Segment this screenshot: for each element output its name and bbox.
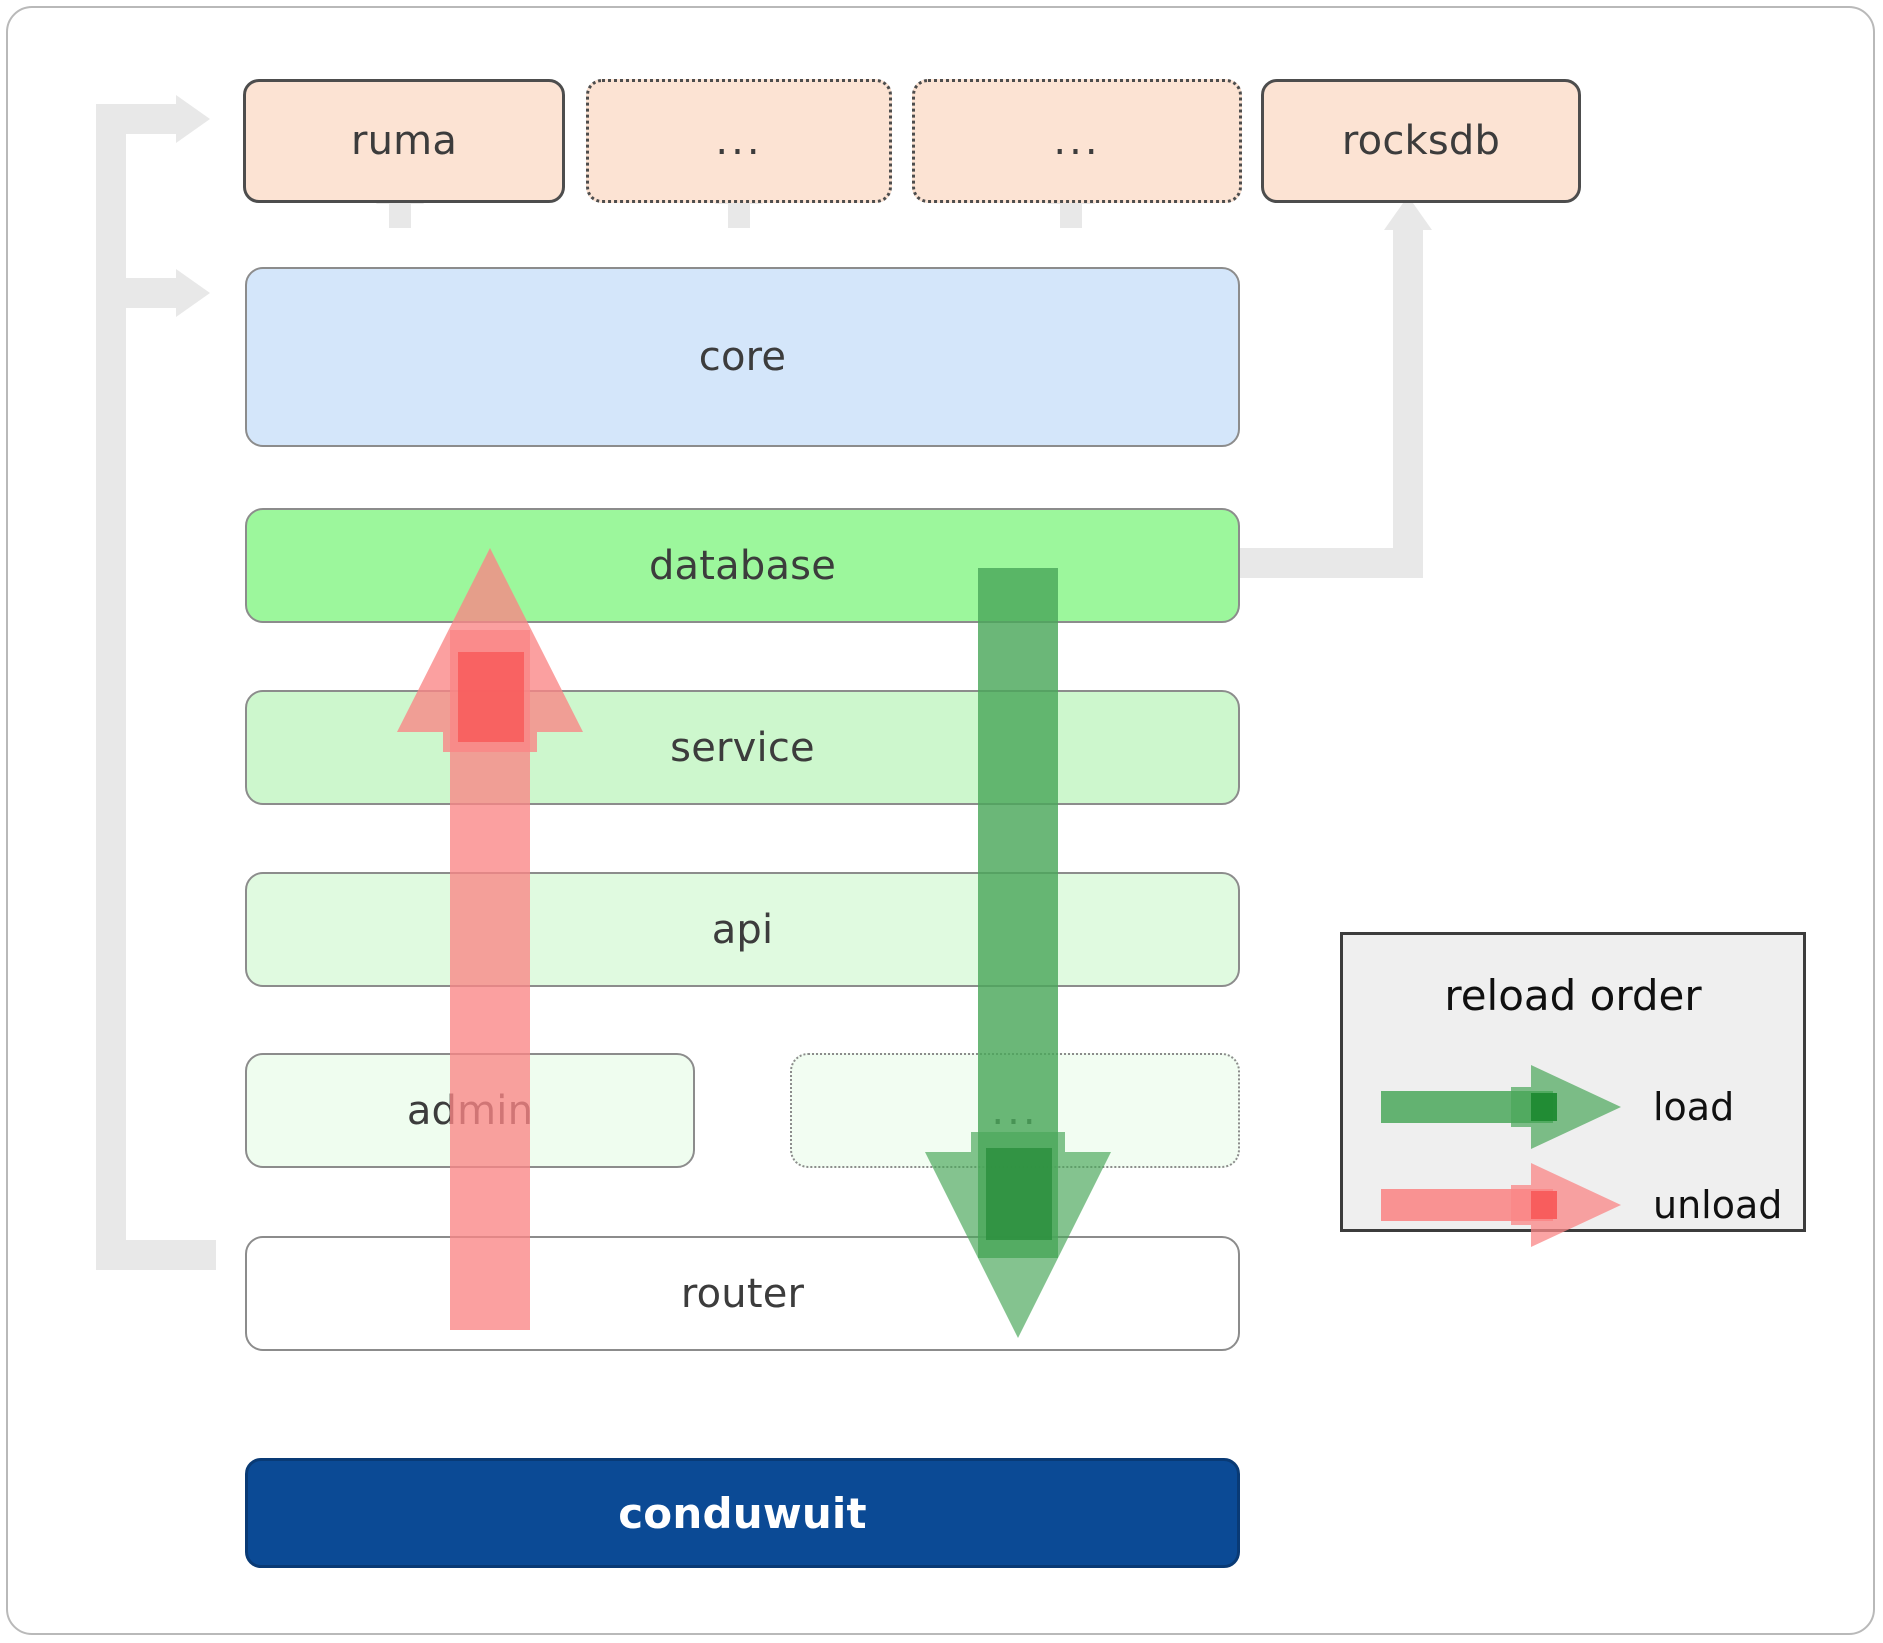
- layer-label: admin: [406, 1087, 534, 1134]
- connector-database-to-rocksdb-vertical: [1393, 222, 1423, 578]
- core-node[interactable]: core: [245, 267, 1240, 447]
- dependency-label: ...: [1053, 118, 1101, 164]
- connector-to-ruma-arrowhead: [176, 95, 210, 143]
- layer-label: service: [670, 724, 815, 771]
- legend-unload-arrow: [1381, 1163, 1621, 1247]
- layer-label: ...: [991, 1087, 1039, 1134]
- dependency-label: ruma: [350, 118, 458, 164]
- core-label: core: [698, 334, 787, 380]
- dependency-node-ellipsis-1[interactable]: ...: [586, 79, 892, 203]
- layer-node-api[interactable]: api: [245, 872, 1240, 987]
- connector-conduwuit-spine: [96, 130, 126, 1254]
- diagram-frame: [6, 6, 1875, 1635]
- dependency-label: ...: [715, 118, 763, 164]
- legend-title: reload order: [1444, 971, 1702, 1020]
- dependency-node-ruma[interactable]: ruma: [243, 79, 565, 203]
- connector-core-to-dep2-shaft: [728, 196, 750, 228]
- connector-to-core: [96, 278, 178, 308]
- layer-node-router[interactable]: router: [245, 1236, 1240, 1351]
- legend-load-arrow: [1381, 1065, 1621, 1149]
- connector-database-to-rocksdb-horizontal: [1233, 548, 1423, 578]
- app-label: conduwuit: [618, 1488, 867, 1538]
- dependency-node-ellipsis-2[interactable]: ...: [912, 79, 1242, 203]
- layer-node-database[interactable]: database: [245, 508, 1240, 623]
- connector-core-to-dep3-shaft: [1060, 196, 1082, 228]
- layer-label: router: [680, 1270, 805, 1317]
- app-node-conduwuit[interactable]: conduwuit: [245, 1458, 1240, 1568]
- layer-label: api: [711, 906, 774, 953]
- connector-to-ruma: [96, 104, 178, 134]
- layer-label: database: [648, 542, 837, 589]
- legend-label-load: load: [1653, 1085, 1735, 1129]
- connector-core-to-ruma-shaft: [389, 196, 411, 228]
- layer-node-admin[interactable]: admin: [245, 1053, 695, 1168]
- legend-label-unload: unload: [1653, 1183, 1783, 1227]
- dependency-label: rocksdb: [1341, 118, 1501, 164]
- dependency-node-rocksdb[interactable]: rocksdb: [1261, 79, 1581, 203]
- legend-panel: reload order load unload: [1340, 932, 1806, 1247]
- layer-node-service[interactable]: service: [245, 690, 1240, 805]
- connector-conduwuit-horizontal: [96, 1240, 216, 1270]
- connector-to-core-arrowhead: [176, 269, 210, 317]
- layer-node-ellipsis[interactable]: ...: [790, 1053, 1240, 1168]
